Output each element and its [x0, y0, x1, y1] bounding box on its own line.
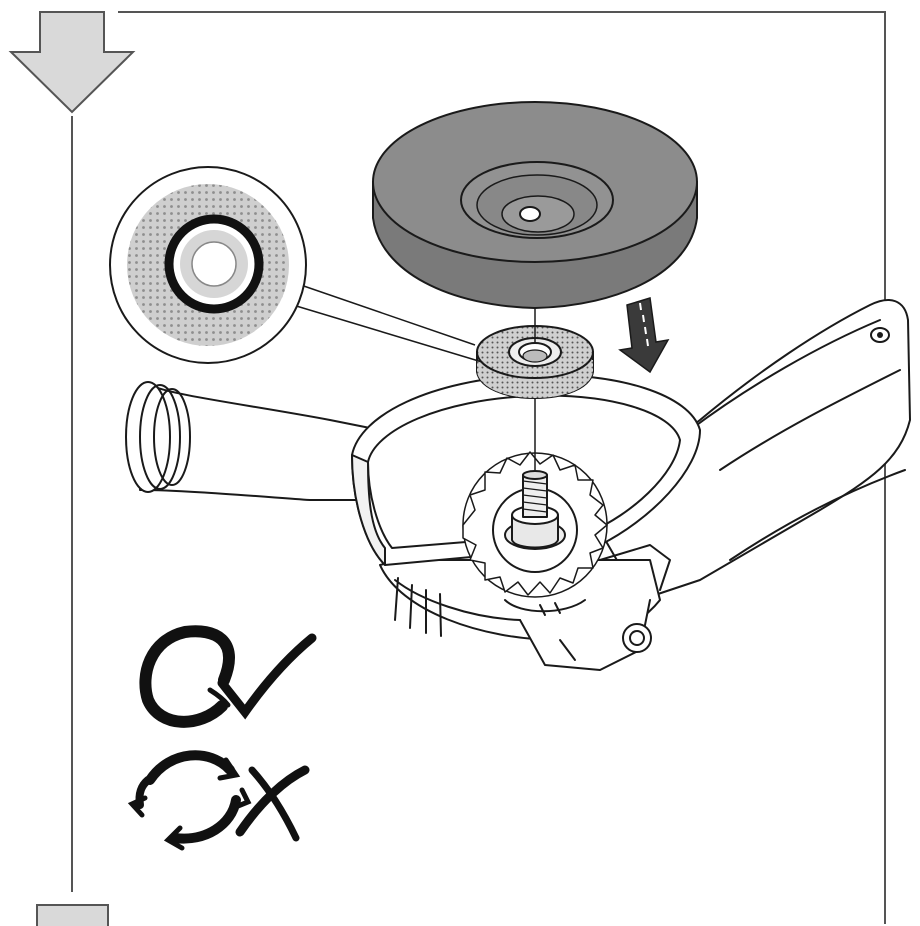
step-next-arrow-icon: [36, 904, 109, 926]
step-start-arrow-icon: [8, 11, 136, 114]
down-arrow-icon: [618, 297, 670, 374]
grinding-disc: [372, 101, 698, 310]
flange-detail-callout: [109, 166, 483, 364]
angle-grinder: [125, 299, 911, 671]
step-frame: [71, 11, 886, 924]
wrong-mount-icon: [127, 750, 310, 851]
correct-mount-icon: [139, 625, 317, 728]
flange-washer: [476, 325, 594, 400]
